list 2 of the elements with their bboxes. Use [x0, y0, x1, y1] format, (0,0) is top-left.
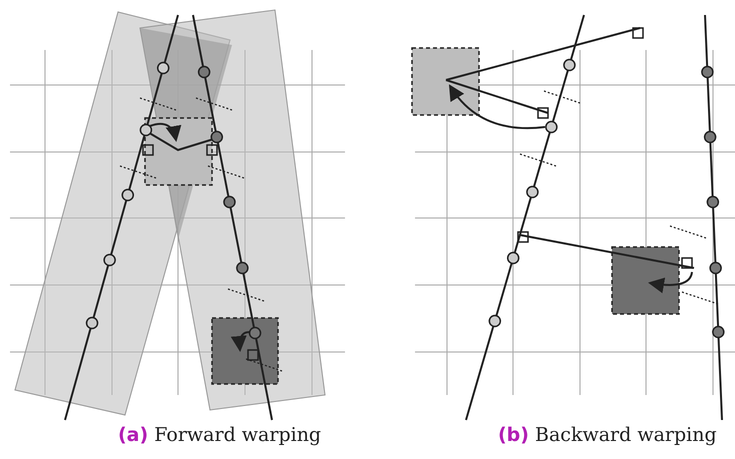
figure-caption: (b) Backward warping — [498, 424, 717, 446]
figure-caption: (a) Forward warping — [118, 424, 322, 446]
